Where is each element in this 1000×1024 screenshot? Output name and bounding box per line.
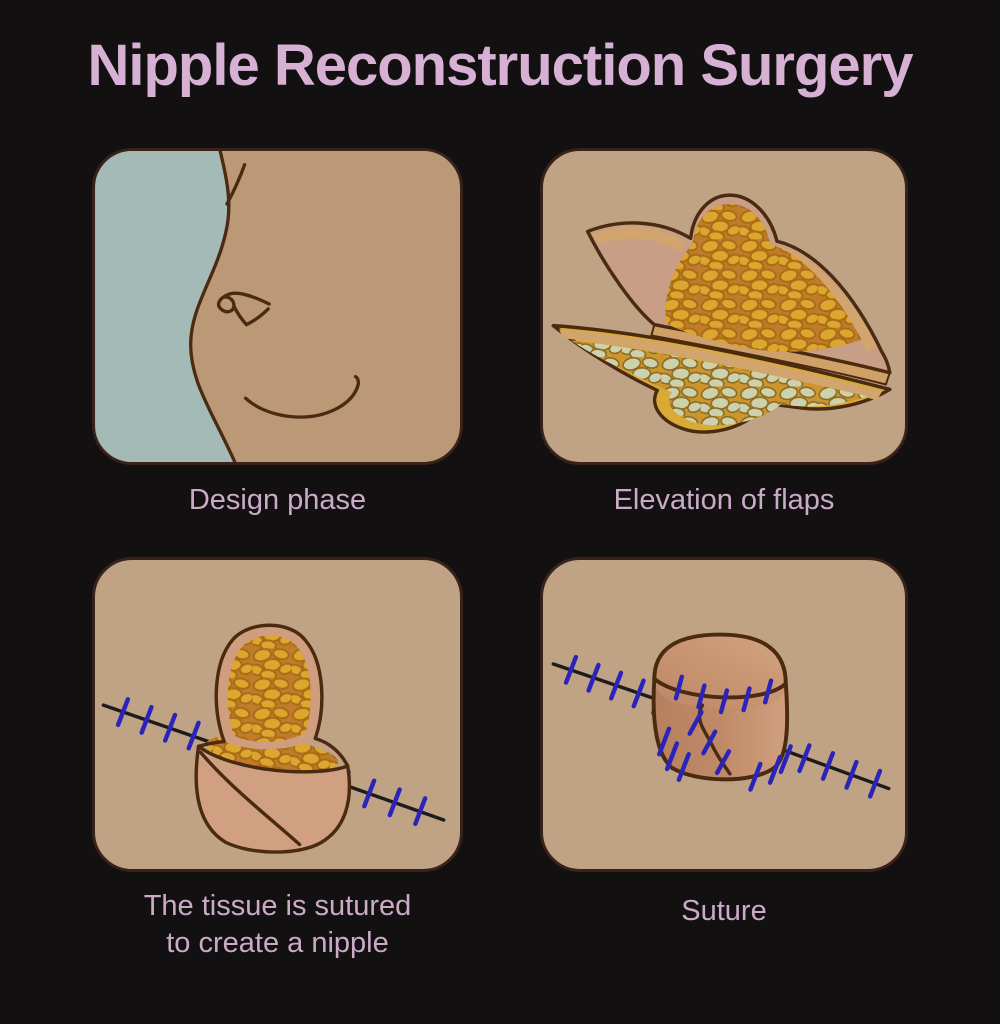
- page-title: Nipple Reconstruction Surgery: [87, 33, 913, 98]
- panel-design-phase: [92, 148, 463, 465]
- elevated-flaps-illustration: [551, 193, 892, 434]
- suture-line-right: [785, 743, 891, 799]
- breast-profile-illustration: [95, 151, 460, 462]
- caption-elevation-of-flaps: Elevation of flaps: [613, 484, 835, 516]
- flap-design-marking: [216, 291, 271, 327]
- sutured-tissue-illustration: [101, 623, 446, 854]
- suture-line-left: [101, 697, 214, 751]
- panel-elevation-of-flaps: [540, 148, 908, 465]
- upper-flap: [585, 193, 892, 375]
- lower-flap: [551, 323, 892, 434]
- caption-design-phase: Design phase: [188, 484, 367, 516]
- sutured-nipple-illustration: [551, 632, 891, 799]
- caption-suture: Suture: [681, 895, 767, 927]
- panel-tissue-sutured: [92, 557, 463, 872]
- panel-suture: [540, 557, 908, 872]
- caption-tissue-sutured: The tissue is sutured to create a nipple: [143, 890, 412, 959]
- stitches: [657, 674, 793, 792]
